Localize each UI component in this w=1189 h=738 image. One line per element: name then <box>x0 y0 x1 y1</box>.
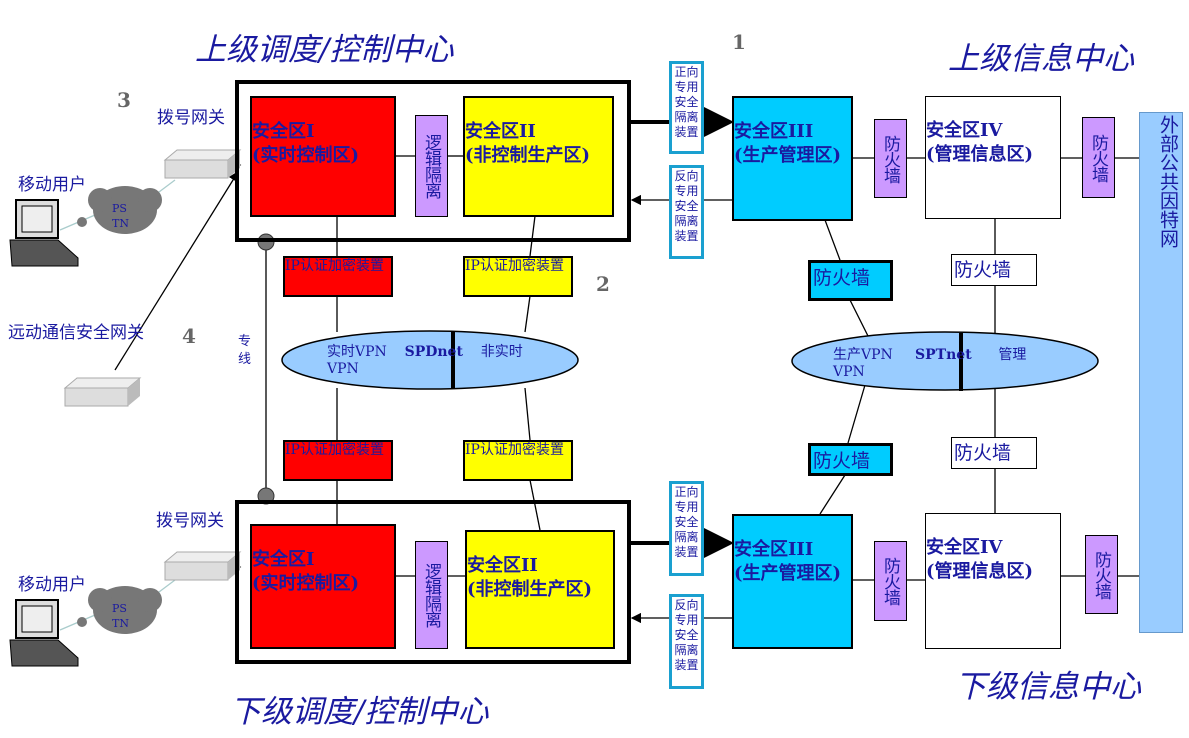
lower-dispatch-title: 下级调度/控制中心 <box>230 694 489 730</box>
upper-reverse-isolation-device: 反向专用安全隔离装置 <box>669 165 704 259</box>
pstn-cloud-icon <box>77 586 162 634</box>
router-icon <box>63 377 142 407</box>
upper-dispatch-box <box>235 80 631 242</box>
upper-ip-device-zone2: IP认证加密装置 <box>463 256 573 297</box>
marker-2: 2 <box>596 272 610 296</box>
upper-mobile-user-label: 移动用户 <box>18 175 86 195</box>
upper-zone2: 安全区II(非控制生产区) <box>463 96 614 217</box>
lower-logical-isolation: 逻辑隔离 <box>415 541 448 649</box>
lower-ip-device-zone1: IP认证加密装置 <box>283 440 393 481</box>
lower-zone4: 安全区IV(管理信息区) <box>925 513 1061 649</box>
lower-firewall-3-4: 防火墙 <box>874 541 907 621</box>
router-icon <box>163 551 242 581</box>
lower-ip-device-zone2: IP认证加密装置 <box>463 440 573 481</box>
upper-firewall-zone3: 防火墙 <box>808 260 893 301</box>
upper-logical-isolation: 逻辑隔离 <box>415 115 448 217</box>
upper-dispatch-title: 上级调度/控制中心 <box>195 32 454 68</box>
lower-zone1: 安全区I(实时控制区) <box>250 524 396 649</box>
upper-forward-isolation-device: 正向专用安全隔离装置 <box>669 61 704 154</box>
lower-dial-gateway-label: 拨号网关 <box>156 511 224 531</box>
lower-mobile-user-label: 移动用户 <box>18 575 86 595</box>
upper-ip-device-zone1: IP认证加密装置 <box>283 256 393 297</box>
upper-dial-gateway-label: 拨号网关 <box>157 108 225 128</box>
lower-dispatch-box <box>235 500 631 664</box>
spdnet-ellipse <box>281 330 579 390</box>
lower-reverse-isolation-device: 反向专用安全隔离装置 <box>669 594 704 689</box>
lower-zone3: 安全区III(生产管理区) <box>732 514 853 649</box>
marker-4: 4 <box>182 324 196 348</box>
remote-gateway-label: 远动通信安全网关 <box>8 323 144 343</box>
upper-firewall-internet: 防火墙 <box>1082 117 1115 198</box>
laptop-icon <box>9 199 79 267</box>
upper-zone4: 安全区IV(管理信息区) <box>925 96 1061 219</box>
pstn-cloud-icon <box>77 186 162 234</box>
lower-forward-isolation-device: 正向专用安全隔离装置 <box>669 481 704 576</box>
lower-firewall-zone3: 防火墙 <box>808 443 893 476</box>
sptnet-ellipse <box>791 331 1099 391</box>
upper-firewall-zone4: 防火墙 <box>951 254 1037 286</box>
internet-bar: 外部公共因特网 <box>1139 112 1183 633</box>
upper-firewall-3-4: 防火墙 <box>874 119 907 198</box>
marker-3: 3 <box>117 88 131 112</box>
marker-1: 1 <box>732 30 746 54</box>
lower-firewall-zone4: 防火墙 <box>951 437 1037 469</box>
upper-zone1: 安全区I(实时控制区) <box>250 96 396 217</box>
lower-firewall-internet: 防火墙 <box>1085 535 1118 614</box>
router-icon <box>163 149 242 179</box>
upper-info-title: 上级信息中心 <box>948 41 1134 77</box>
laptop-icon <box>9 599 79 667</box>
leased-line-label: 专线 <box>238 334 252 367</box>
upper-zone3: 安全区III(生产管理区) <box>732 96 853 221</box>
lower-zone2: 安全区II(非控制生产区) <box>465 530 615 649</box>
lower-info-title: 下级信息中心 <box>955 669 1141 705</box>
